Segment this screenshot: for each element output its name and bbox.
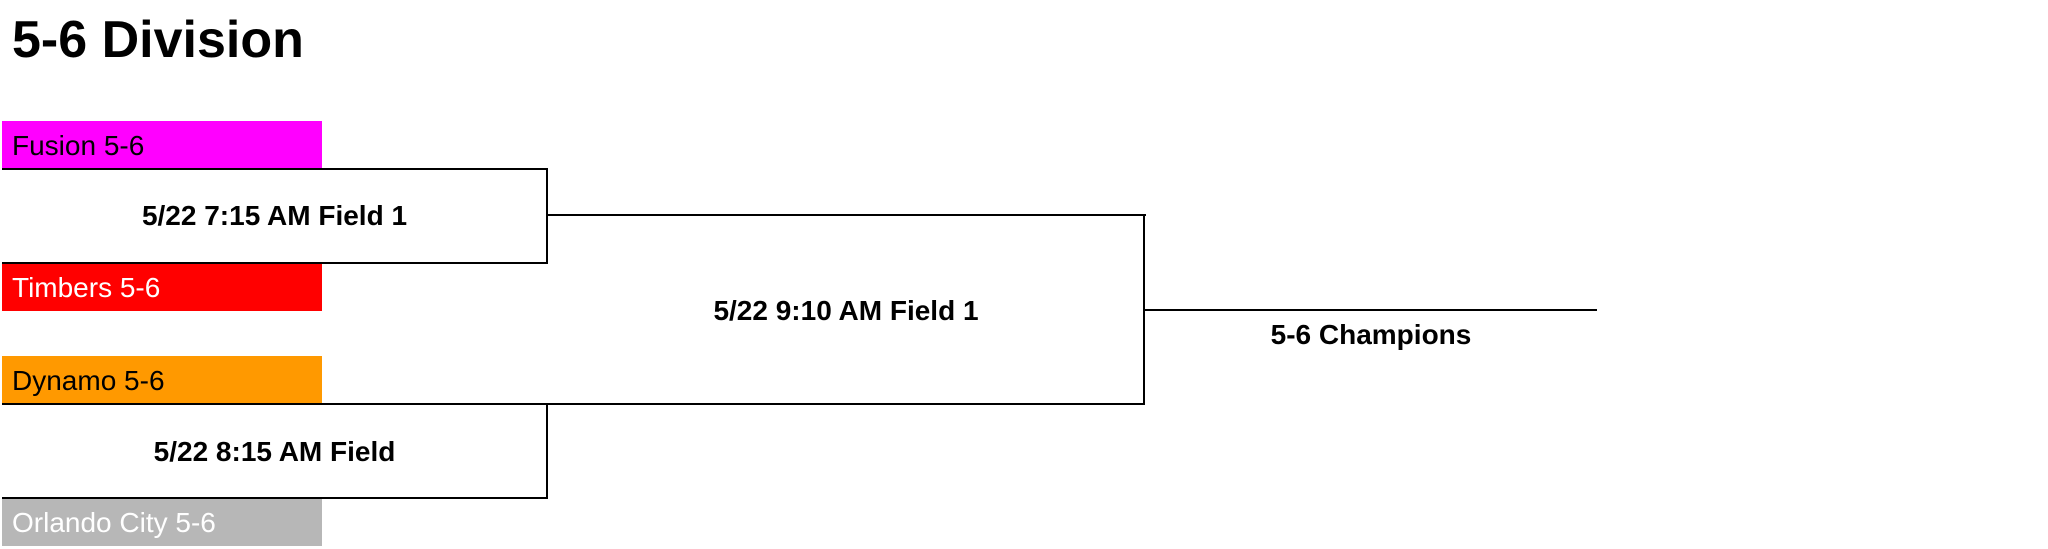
bracket-line-game1-top xyxy=(2,168,548,170)
team-slot-orlando-city: Orlando City 5-6 xyxy=(2,498,322,546)
bracket-line-game2-right xyxy=(546,403,548,499)
bracket-line-champions xyxy=(1143,309,1597,311)
champions-label: 5-6 Champions xyxy=(1270,319,1472,350)
bracket-line-game2-bottom xyxy=(2,497,548,499)
bracket-line-game2-top xyxy=(2,403,1145,405)
team-slot-dynamo: Dynamo 5-6 xyxy=(2,356,322,404)
game-label-round2-game3: 5/22 9:10 AM Field 1 xyxy=(713,295,979,326)
page-title: 5-6 Division xyxy=(12,11,304,69)
team-slot-fusion: Fusion 5-6 xyxy=(2,121,322,169)
team-slot-timbers: Timbers 5-6 xyxy=(2,263,322,311)
bracket-line-game1-bottom xyxy=(2,262,548,264)
game-label-round1-game2: 5/22 8:15 AM Field xyxy=(153,436,396,467)
bracket-line-game3-top xyxy=(546,214,1146,216)
game-label-round1-game1: 5/22 7:15 AM Field 1 xyxy=(141,200,408,231)
bracket-line-game1-right xyxy=(546,168,548,264)
